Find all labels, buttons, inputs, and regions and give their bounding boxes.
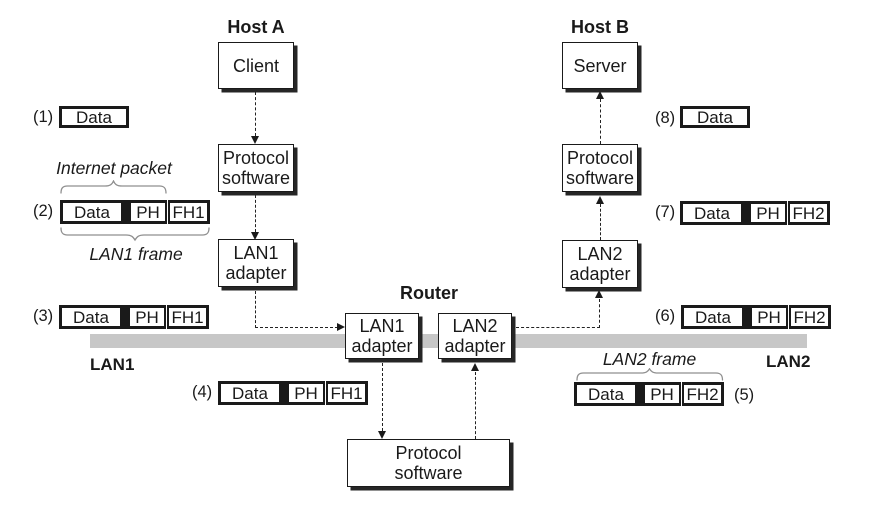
packet-4: Data PH FH1 [218, 381, 368, 405]
packet-5-cell-ph: PH [645, 385, 679, 403]
packet-4-cell-fh1: FH1 [328, 384, 365, 402]
router-protocol-line1: Protocol [395, 443, 462, 463]
connector-router-to-lan2-adapter [516, 299, 600, 328]
arrowhead-down-icon [251, 231, 259, 240]
packet-7: Data PH FH2 [680, 201, 830, 225]
packet-6-cell-fh2: FH2 [791, 308, 828, 326]
connector-lan1-adapter-to-router [255, 291, 338, 328]
arrowhead-up-icon [596, 91, 604, 99]
packet-5: Data PH FH2 [574, 382, 724, 406]
protocol-software-a-box: Protocol software [218, 144, 294, 192]
packet-8-cell-data: Data [683, 109, 747, 126]
packet-1: Data [59, 106, 129, 128]
router-lan1-line1: LAN1 [359, 316, 405, 336]
packet-6-cell-ph: PH [752, 308, 786, 326]
arrow-lan2-adapter-to-protocol-b [600, 204, 601, 240]
step-2-label: (2) [33, 202, 54, 220]
router-lan2-line2: adapter [444, 336, 506, 356]
internet-packet-brace [60, 180, 167, 194]
host-a-heading: Host A [227, 17, 285, 37]
packet-3-cell-fh1: FH1 [169, 308, 206, 326]
packet-2: Data PH FH1 [60, 200, 210, 224]
packet-1-cell-data: Data [62, 109, 126, 126]
lan2-adapter-b-line1: LAN2 [577, 244, 623, 264]
protocol-a-line2: software [221, 168, 291, 188]
packet-7-cell-fh2: FH2 [790, 204, 827, 222]
lan1-frame-brace [60, 227, 210, 242]
router-protocol-line2: software [394, 463, 463, 483]
lan1-frame-label: LAN1 frame [89, 244, 183, 264]
lan2-adapter-b-box: LAN2 adapter [562, 240, 638, 288]
packet-2-cell-data: Data [63, 203, 121, 221]
packet-3: Data PH FH1 [59, 305, 209, 329]
router-lan1-line2: adapter [351, 336, 413, 356]
step-6-label: (6) [655, 307, 676, 325]
packet-2-cell-ph: PH [131, 203, 165, 221]
router-protocol-software-box: Protocol software [347, 439, 510, 487]
lan1-adapter-a-line1: LAN1 [233, 243, 279, 263]
arrow-protocol-a-to-lan1-adapter [255, 195, 256, 232]
packet-4-cell-ph: PH [289, 384, 323, 402]
step-8-label: (8) [655, 109, 676, 127]
client-box: Client [218, 42, 294, 89]
host-b-heading: Host B [571, 17, 629, 37]
arrow-router-protocol-to-lan2 [475, 372, 476, 439]
router-lan2-line1: LAN2 [452, 316, 498, 336]
packet-7-cell-data: Data [683, 204, 741, 222]
router-lan1-adapter-box: LAN1 adapter [345, 313, 419, 359]
packet-6: Data PH FH2 [681, 305, 831, 329]
lan2-adapter-b-line2: adapter [569, 264, 631, 284]
arrowhead-right-icon [337, 322, 345, 331]
packet-5-cell-fh2: FH2 [684, 385, 721, 403]
frame-header-seam [167, 200, 168, 224]
packet-7-cell-ph: PH [751, 204, 785, 222]
frame-header-seam [787, 201, 788, 225]
lan1-adapter-a-box: LAN1 adapter [218, 239, 294, 287]
packet-3-cell-ph: PH [130, 308, 164, 326]
protocol-b-line2: software [565, 168, 635, 188]
arrowhead-down-icon [251, 135, 259, 144]
router-lan2-adapter-box: LAN2 adapter [438, 313, 512, 359]
arrow-client-to-protocol-a [255, 92, 256, 136]
server-box: Server [562, 42, 638, 89]
step-7-label: (7) [655, 203, 676, 221]
frame-header-seam [325, 381, 326, 405]
protocol-software-b-box: Protocol software [562, 144, 638, 192]
client-label: Client [232, 55, 280, 76]
arrowhead-up-icon [596, 196, 604, 204]
packet-8: Data [680, 106, 750, 128]
lan2-frame-brace [576, 368, 724, 381]
router-heading: Router [400, 283, 458, 303]
frame-header-seam [166, 305, 167, 329]
internet-packet-label: Internet packet [56, 158, 172, 178]
frame-header-seam [681, 382, 682, 406]
frame-header-seam [788, 305, 789, 329]
packet-3-cell-data: Data [62, 308, 120, 326]
arrowhead-down-icon [378, 430, 386, 439]
server-label: Server [573, 55, 627, 76]
protocol-a-line1: Protocol [222, 148, 290, 168]
step-1-label: (1) [33, 108, 54, 126]
arrowhead-up-icon [595, 290, 603, 298]
arrow-protocol-b-to-server [600, 99, 601, 144]
step-4-label: (4) [192, 383, 213, 401]
lan2-label: LAN2 [766, 352, 811, 371]
packet-5-cell-data: Data [577, 385, 635, 403]
step-5-label: (5) [734, 386, 755, 404]
packet-6-cell-data: Data [684, 308, 742, 326]
protocol-b-line1: Protocol [566, 148, 634, 168]
arrowhead-up-icon [471, 363, 479, 371]
packet-4-cell-data: Data [221, 384, 279, 402]
lan1-adapter-a-line2: adapter [225, 263, 287, 283]
arrow-router-lan1-to-protocol [382, 363, 383, 431]
packet-2-cell-fh1: FH1 [170, 203, 207, 221]
lan2-frame-label: LAN2 frame [602, 349, 697, 369]
lan1-label: LAN1 [90, 355, 135, 374]
step-3-label: (3) [33, 307, 54, 325]
